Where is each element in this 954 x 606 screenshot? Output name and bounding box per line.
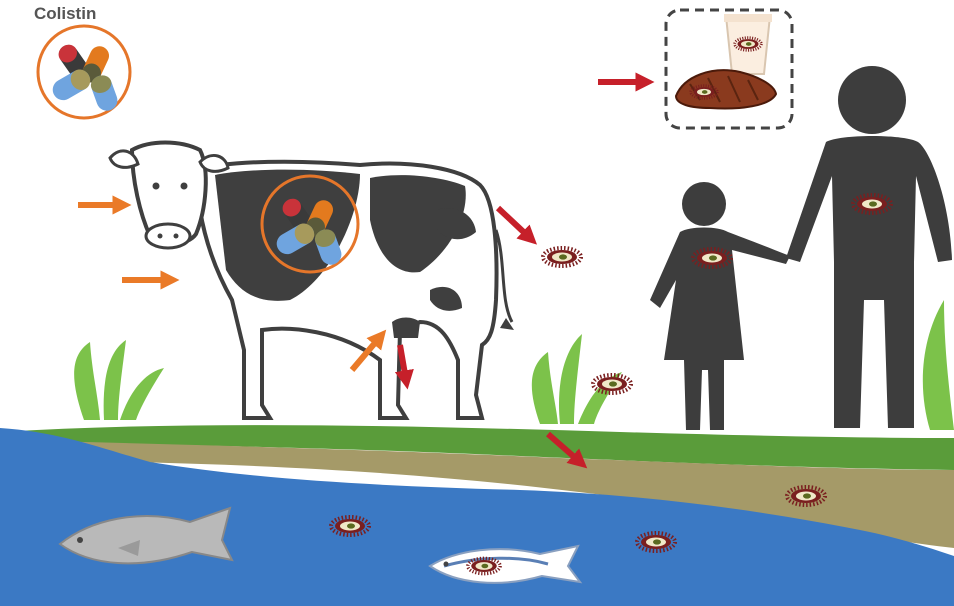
grass-plant-icon — [74, 340, 164, 420]
milk-cup-icon — [724, 14, 772, 74]
bacterium-icon — [543, 248, 581, 266]
bacterium-icon — [593, 375, 631, 393]
human-child-icon — [650, 182, 790, 430]
cow-icon — [110, 143, 514, 419]
colistin-pills-icon — [38, 26, 130, 118]
food-box — [666, 10, 792, 128]
grass-plant-icon — [923, 300, 954, 430]
